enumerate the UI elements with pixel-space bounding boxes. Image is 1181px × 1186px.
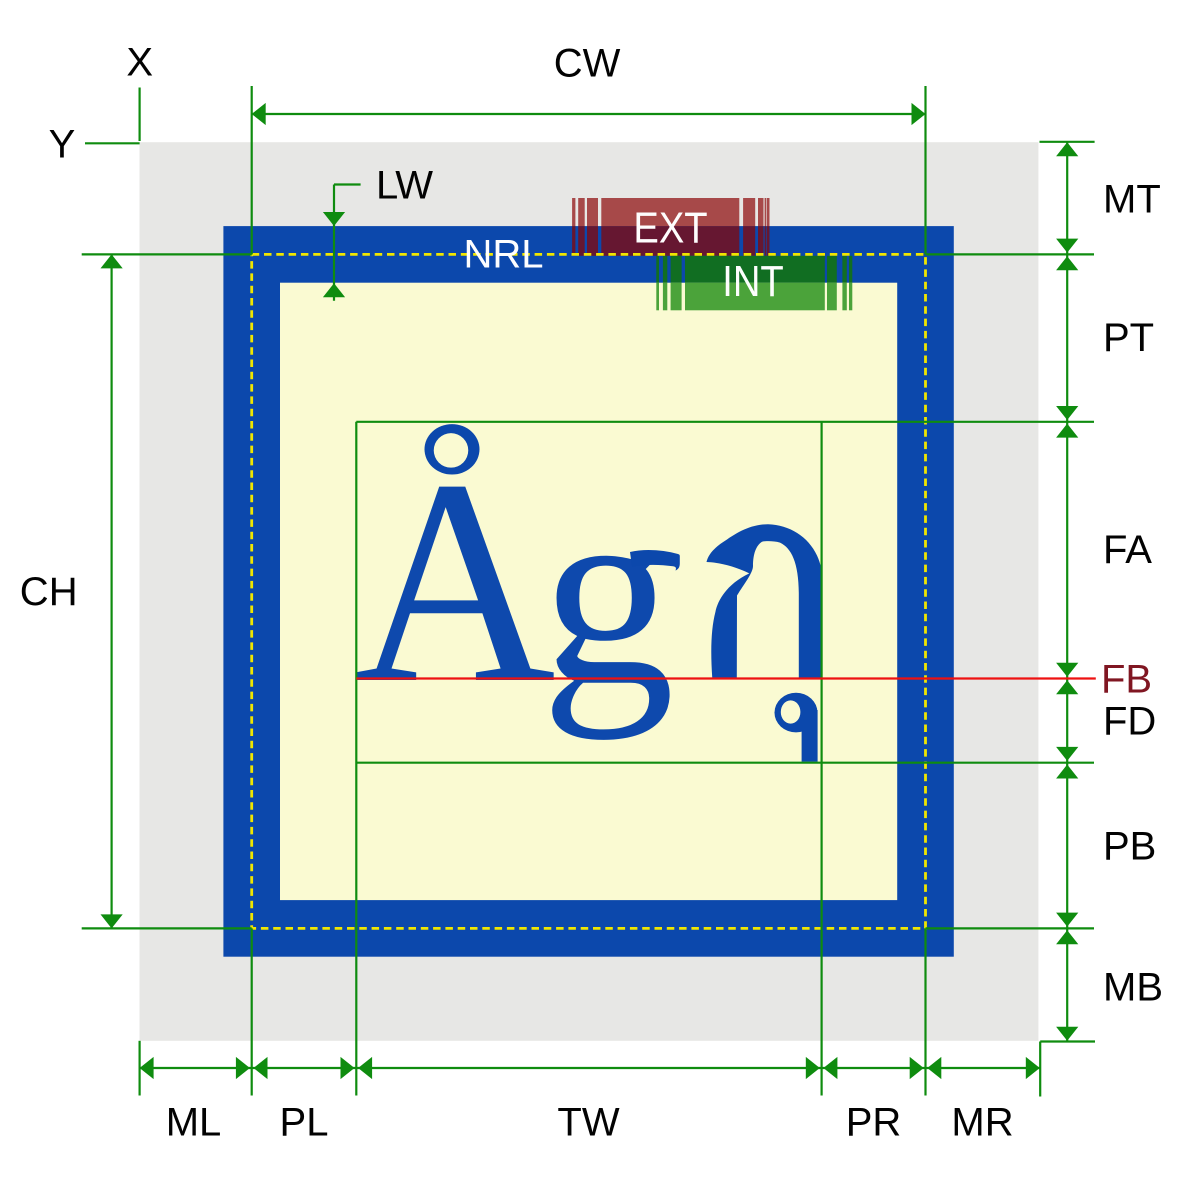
svg-text:CW: CW: [554, 42, 621, 86]
svg-text:LW: LW: [376, 164, 433, 208]
svg-text:NRL: NRL: [464, 233, 544, 277]
svg-text:MB: MB: [1103, 966, 1163, 1010]
svg-text:PR: PR: [846, 1100, 902, 1144]
svg-text:g: g: [541, 443, 675, 741]
svg-text:PL: PL: [280, 1100, 329, 1144]
svg-text:FD: FD: [1103, 700, 1156, 744]
svg-text:PT: PT: [1103, 316, 1154, 360]
svg-text:X: X: [126, 41, 153, 85]
svg-text:INT: INT: [722, 257, 783, 306]
svg-text:MR: MR: [951, 1100, 1013, 1144]
svg-text:EXT: EXT: [633, 203, 707, 252]
svg-text:FA: FA: [1103, 528, 1152, 572]
svg-text:FB: FB: [1101, 658, 1152, 702]
svg-text:TW: TW: [557, 1100, 619, 1144]
svg-text:CH: CH: [20, 570, 78, 614]
svg-text:ML: ML: [166, 1100, 222, 1144]
svg-text:Y: Y: [49, 123, 76, 167]
svg-text:MT: MT: [1103, 177, 1161, 221]
svg-text:PB: PB: [1103, 825, 1156, 869]
